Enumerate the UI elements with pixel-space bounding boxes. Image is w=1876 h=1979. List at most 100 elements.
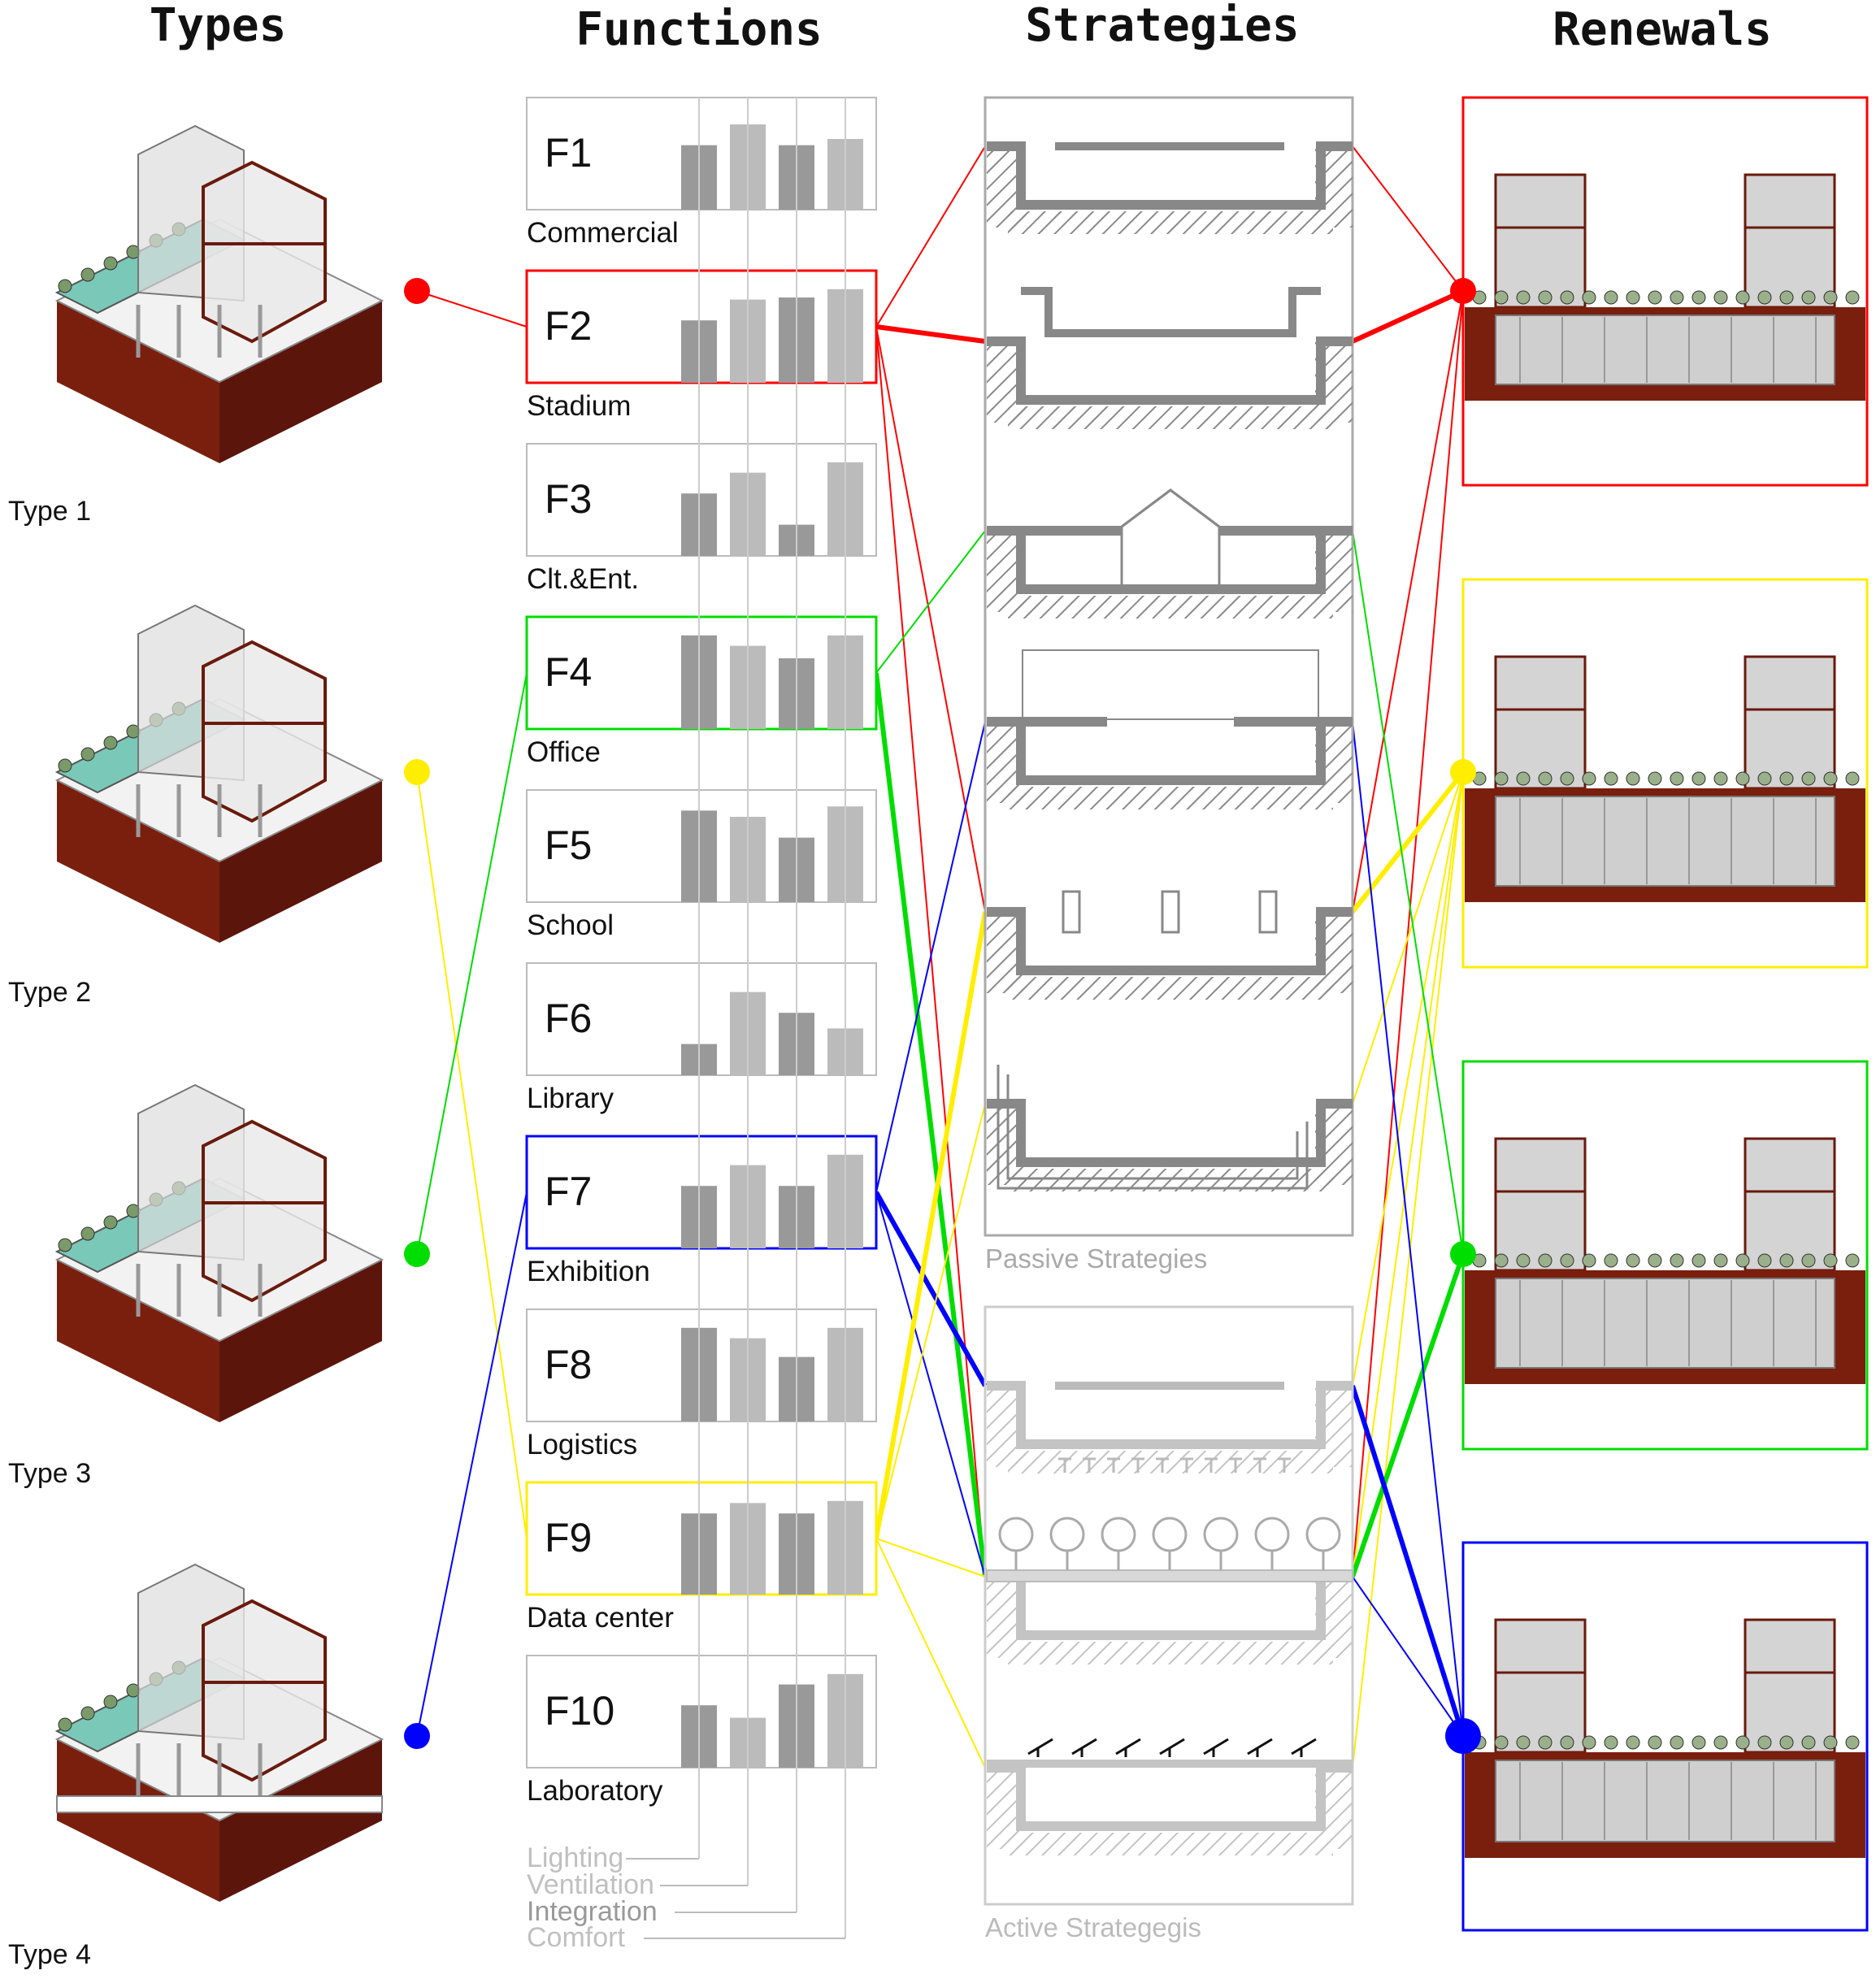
connector <box>1352 771 1464 1387</box>
function-code: F10 <box>545 1688 614 1734</box>
connector-lines <box>416 145 1466 1769</box>
connector <box>1350 1253 1466 1578</box>
passive-strategies-label: Passive Strategies <box>985 1243 1207 1274</box>
connector <box>875 530 986 674</box>
type-illustration-3: Type 3 <box>8 1083 430 1489</box>
connector <box>874 911 988 1539</box>
header-types: Types <box>150 0 287 52</box>
function-name: Stadium <box>527 390 631 422</box>
renewal-dot-3 <box>1450 1241 1476 1267</box>
type-label-3: Type 3 <box>8 1458 91 1489</box>
function-code: F9 <box>545 1515 592 1560</box>
connector <box>875 1191 986 1578</box>
function-name: School <box>527 909 614 941</box>
renewal-panel-2 <box>1450 578 1869 969</box>
connector <box>875 326 986 1578</box>
strategy-panels: Passive Strategies Active Strategegis <box>984 96 1354 1942</box>
connector <box>874 672 988 1578</box>
strategy-atrium <box>987 526 1353 618</box>
renewal-panel-1 <box>1450 96 1869 487</box>
type-label-4: Type 4 <box>8 1939 91 1970</box>
function-code: F3 <box>545 476 592 522</box>
connector <box>875 324 986 344</box>
connector-type1-f2 <box>416 290 528 328</box>
renewal-panel-3 <box>1450 1060 1869 1451</box>
connector <box>1352 721 1464 1737</box>
connector <box>1351 289 1465 344</box>
function-code: F5 <box>545 822 592 868</box>
strategy-raised-plaza <box>987 336 1353 429</box>
connector <box>1352 771 1464 1105</box>
function-name: Logistics <box>527 1429 637 1460</box>
renewal-dot-4 <box>1445 1718 1481 1754</box>
function-name: Library <box>527 1083 614 1114</box>
function-code: F2 <box>545 303 592 349</box>
connector <box>875 1538 986 1578</box>
function-code: F8 <box>545 1342 592 1387</box>
connector <box>1352 530 1464 1255</box>
function-code: F1 <box>545 130 592 176</box>
type-dot-4 <box>404 1723 430 1749</box>
connector <box>1352 145 1464 292</box>
type-illustration-1: Type 1 <box>8 124 430 527</box>
active-strategies-label: Active Strategegis <box>985 1912 1201 1942</box>
connector <box>875 721 986 1193</box>
function-code: F4 <box>545 649 592 695</box>
connector <box>1352 771 1464 1769</box>
connector <box>874 1191 988 1387</box>
legend-lighting: Lighting <box>527 1842 623 1873</box>
type-label-1: Type 1 <box>8 496 91 527</box>
connector <box>1352 290 1464 1578</box>
function-name: Commercial <box>527 217 679 249</box>
renewal-panel-4 <box>1445 1541 1869 1932</box>
legend-integration: Integration <box>527 1896 658 1927</box>
connector <box>875 145 986 328</box>
building-types: Type 1 Type 2 Type 3 Type 4 <box>8 124 430 1970</box>
function-name: Laboratory <box>527 1775 663 1807</box>
connector <box>1352 290 1464 913</box>
function-name: Data center <box>527 1602 674 1634</box>
function-name: Office <box>527 736 601 768</box>
connector <box>875 1538 986 1769</box>
passive-strategies-frame <box>984 96 1354 1237</box>
strategy-solar-panels <box>987 1763 1353 1855</box>
function-code: F7 <box>545 1169 592 1214</box>
connector <box>875 1103 986 1539</box>
function-name: Exhibition <box>527 1256 650 1287</box>
renewal-dot-2 <box>1450 759 1476 785</box>
function-code: F6 <box>545 996 592 1041</box>
type-dot-1 <box>404 278 430 304</box>
function-name: Clt.&Ent. <box>527 563 639 595</box>
type-illustration-2: Type 2 <box>8 604 430 1008</box>
legend-comfort: Comfort <box>527 1922 625 1953</box>
renewal-dot-1 <box>1450 278 1476 304</box>
connector-type3-f4 <box>416 672 528 1255</box>
type-dot-3 <box>404 1241 430 1267</box>
strategy-skylights <box>987 907 1353 1000</box>
type-label-2: Type 2 <box>8 977 91 1008</box>
strategy-sunken-courtyard <box>987 141 1353 234</box>
connector <box>875 326 986 913</box>
strategy-ventilation-shafts <box>987 1381 1353 1473</box>
header-renewals: Renewals <box>1552 3 1772 56</box>
connector-type4-f7 <box>416 1191 528 1737</box>
legend-ventilation: Ventilation <box>527 1869 654 1900</box>
type-dot-2 <box>404 759 430 785</box>
strategy-open-roof <box>987 717 1353 809</box>
header-functions: Functions <box>575 3 822 56</box>
connector <box>1352 1576 1464 1737</box>
renewal-panels <box>1445 96 1869 1932</box>
